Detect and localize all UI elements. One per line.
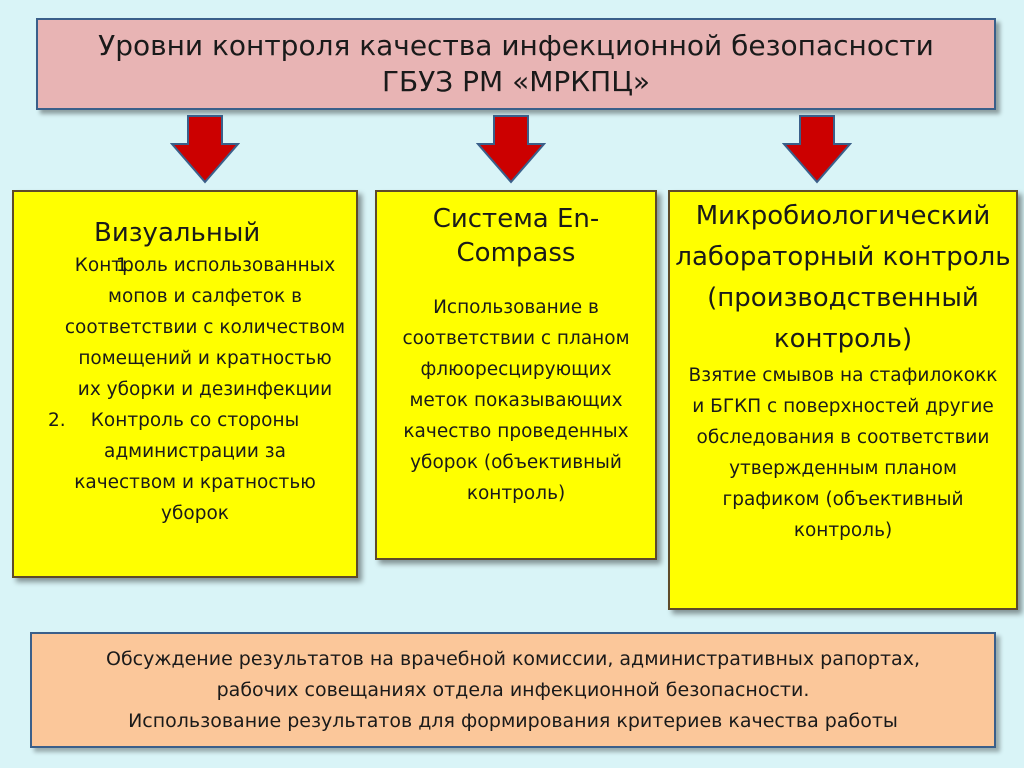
visual-control-box: Визуальный 1.Контроль использованных моп… <box>12 190 358 578</box>
microbiological-control-title: Микробиологический лабораторный контроль… <box>675 201 1011 354</box>
microbiological-control-box: Микробиологический лабораторный контроль… <box>668 190 1018 610</box>
arrow-down-icon <box>170 115 240 184</box>
encompass-system-description: Использование в соответствии с планом фл… <box>402 297 630 504</box>
results-line-3: Использование результатов для формирован… <box>128 709 898 732</box>
list-item-text: Контроль использованных мопов и салфеток… <box>64 255 346 400</box>
results-line-2: рабочих совещаниях отдела инфекционной б… <box>216 678 810 701</box>
title-box: Уровни контроля качества инфекционной бе… <box>36 18 996 110</box>
visual-control-list: 1.Контроль использованных мопов и салфет… <box>14 250 356 529</box>
title-line-1: Уровни контроля качества инфекционной бе… <box>98 29 934 62</box>
list-item-number: 1. <box>116 255 134 276</box>
arrow-down-icon <box>476 115 546 184</box>
list-item: 1.Контроль использованных мопов и салфет… <box>14 250 356 405</box>
list-item: 2. Контроль со стороны администрации за к… <box>14 405 356 529</box>
results-line-1: Обсуждение результатов на врачебной коми… <box>106 647 920 670</box>
encompass-system-box: Система En-Compass Использование в соотв… <box>375 190 657 560</box>
visual-control-title: Визуальный <box>94 218 261 248</box>
microbiological-control-description: Взятие смывов на стафилококк и БГКП с по… <box>688 365 998 541</box>
title-line-2: ГБУЗ РМ «МРКПЦ» <box>381 65 651 98</box>
arrow-down-icon <box>782 115 852 184</box>
results-discussion-box: Обсуждение результатов на врачебной коми… <box>30 632 996 748</box>
list-item-number: 2. <box>48 410 66 431</box>
encompass-system-title: Система En-Compass <box>432 204 600 268</box>
list-item-text: Контроль со стороны администрации за кач… <box>74 410 316 524</box>
